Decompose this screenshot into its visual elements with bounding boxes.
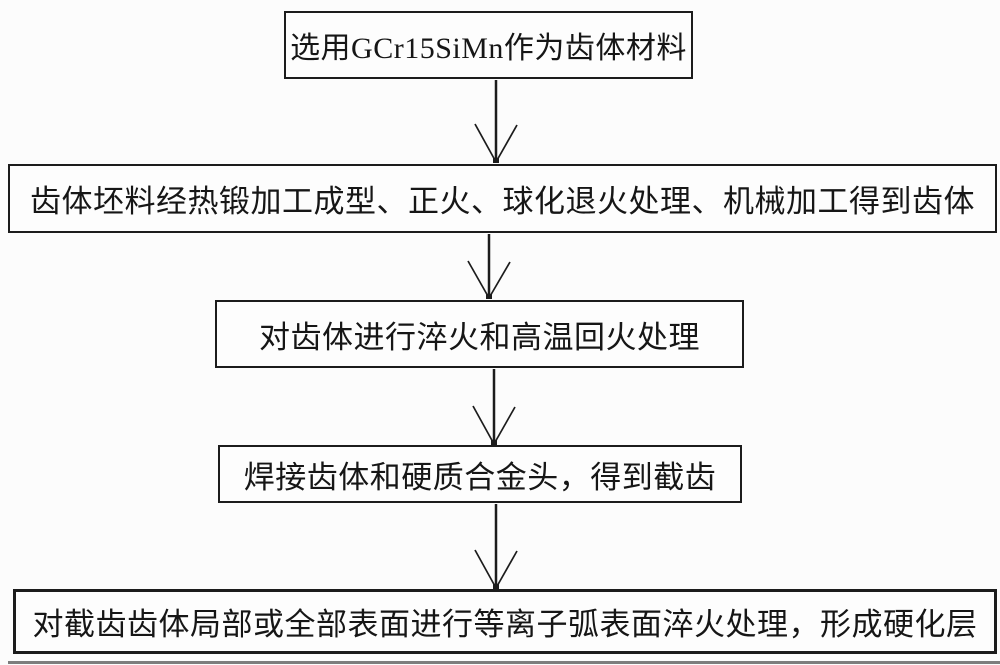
scan-artifact-line [8, 661, 1000, 664]
flow-step-quench-temper: 对齿体进行淬火和高温回火处理 [215, 300, 744, 368]
flow-step-material-selection: 选用GCr15SiMn作为齿体材料 [284, 11, 693, 79]
flow-step-label: 焊接齿体和硬质合金头，得到截齿 [243, 459, 717, 495]
arrow-down-icon [474, 80, 518, 163]
flow-step-label: 对截齿齿体局部或全部表面进行等离子弧表面淬火处理，形成硬化层 [32, 607, 978, 642]
flow-step-label: 对齿体进行淬火和高温回火处理 [259, 319, 700, 355]
flow-step-forging-normalizing: 齿体坯料经热锻加工成型、正火、球化退火处理、机械加工得到齿体 [8, 164, 997, 233]
arrow-down-icon [467, 234, 511, 299]
flow-step-welding: 焊接齿体和硬质合金头，得到截齿 [218, 445, 742, 503]
arrow-down-icon [474, 504, 518, 589]
flow-step-plasma-hardening: 对截齿齿体局部或全部表面进行等离子弧表面淬火处理，形成硬化层 [13, 589, 997, 654]
flow-step-label: 齿体坯料经热锻加工成型、正火、球化退火处理、机械加工得到齿体 [30, 184, 975, 219]
arrow-down-icon [472, 369, 516, 445]
flow-step-label: 选用GCr15SiMn作为齿体材料 [290, 32, 687, 65]
